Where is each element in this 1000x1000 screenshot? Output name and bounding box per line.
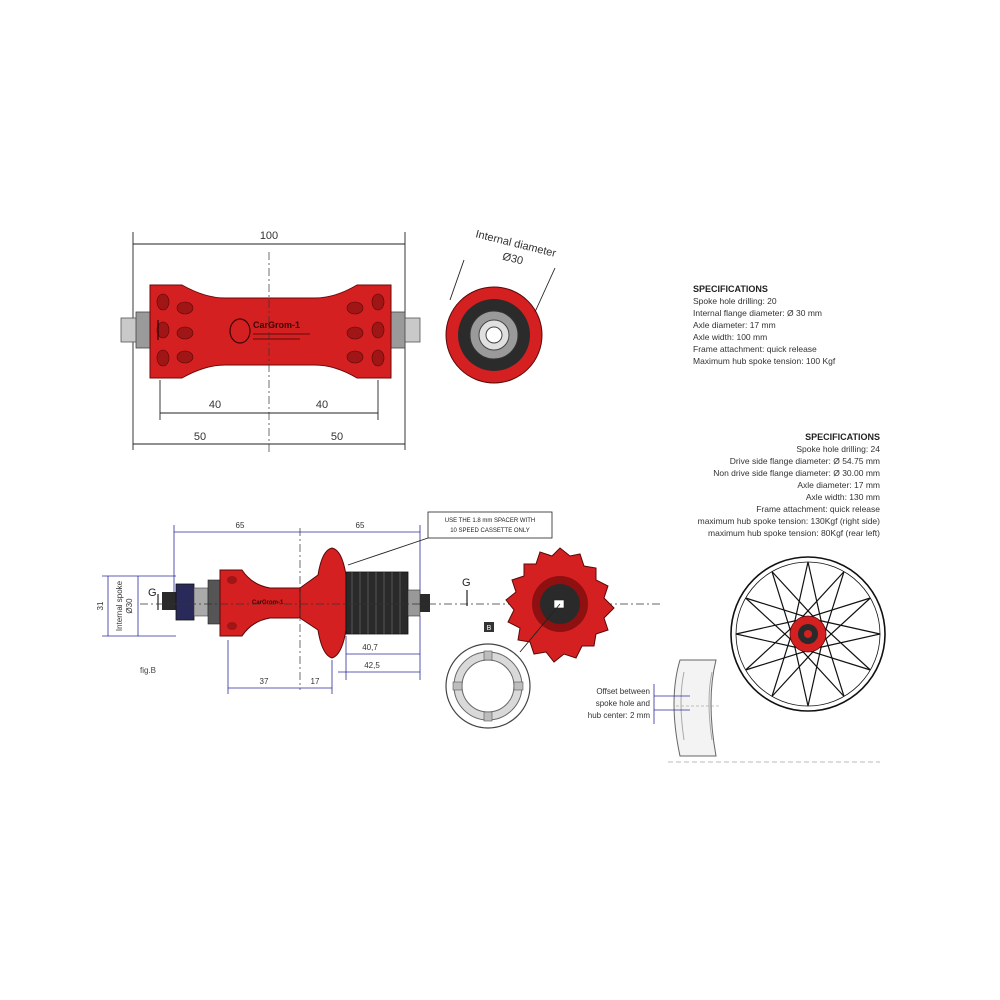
- spacer-note-line2: 10 SPEED CASSETTE ONLY: [450, 528, 530, 534]
- front-axle-right: [403, 317, 421, 343]
- spoke-line: [798, 646, 845, 697]
- front-axle-left: [120, 317, 138, 343]
- rear-spec-line: Non drive side flange diameter: Ø 30.00 …: [713, 468, 880, 478]
- rear-axle-left: [162, 592, 178, 610]
- spoke-line: [735, 618, 802, 635]
- spoke-line: [745, 649, 810, 671]
- spoke-line: [771, 632, 793, 697]
- spoke-line: [798, 571, 845, 622]
- front-spec-line: Spoke hole drilling: 20: [693, 296, 777, 306]
- spacer-note-box: [427, 511, 553, 539]
- dim-rear-37: 37: [260, 677, 269, 686]
- dim-front-40-left: 40: [209, 399, 221, 411]
- offset-label-line2: spoke hole and: [596, 699, 650, 708]
- spline-ring-detail: B: [445, 622, 531, 729]
- rear-drive-flange: [299, 547, 347, 659]
- dim-front-50-left: 50: [194, 431, 206, 443]
- dim-front-50-right: 50: [331, 431, 343, 443]
- dim-front-total: 100: [260, 230, 278, 242]
- front-endcap-left: [135, 311, 151, 349]
- rear-spec-line: Axle diameter: 17 mm: [797, 480, 880, 490]
- spoke-line: [806, 649, 871, 671]
- rear-specs-heading: SPECIFICATIONS: [805, 432, 880, 442]
- spacer-note-line1: USE THE 1.8 mm SPACER WITH: [445, 518, 535, 524]
- dim-rear-17: 17: [311, 677, 320, 686]
- front-endcap-right: [390, 311, 406, 349]
- spoke-line: [771, 571, 818, 622]
- front-hub-side-view: 100 CarGrom-1: [120, 230, 421, 452]
- freehub-body: [345, 571, 409, 635]
- dim-rear-65-left: 65: [236, 521, 245, 530]
- dim-front-40-right: 40: [316, 399, 328, 411]
- rear-hub-side-view: 65 65 USE THE 1.8 mm SPACER WITH 10 SPEE…: [96, 511, 660, 694]
- rear-spec-line: Drive side flange diameter: Ø 54.75 mm: [730, 456, 880, 466]
- spoke-line: [820, 624, 871, 671]
- spoke-line: [771, 646, 818, 697]
- rear-flange-end-view: [505, 547, 615, 663]
- dim-rear-internal-spoke-value: Ø30: [125, 598, 134, 614]
- dim-rear-40-7: 40,7: [362, 643, 378, 652]
- spoke-line: [792, 561, 809, 628]
- front-specs-heading: SPECIFICATIONS: [693, 284, 768, 294]
- rear-spec-line: Spoke hole drilling: 24: [796, 444, 880, 454]
- front-hub-body: [149, 284, 392, 379]
- spoke-line: [735, 633, 802, 650]
- front-logo-icon: [229, 318, 251, 344]
- front-spec-line: Axle width: 100 mm: [693, 332, 767, 342]
- front-spec-line: Axle diameter: 17 mm: [693, 320, 776, 330]
- front-spec-line: Internal flange diameter: Ø 30 mm: [693, 308, 822, 318]
- rear-brand-text: CarGrom-1: [252, 600, 284, 606]
- dim-rear-internal-spoke: Internal spoke: [115, 580, 124, 631]
- front-spec-line: Frame attachment: quick release: [693, 344, 817, 354]
- rear-endcap-left: [175, 583, 195, 621]
- rear-spec-line: maximum hub spoke tension: 80Kgf (rear l…: [708, 528, 880, 538]
- spoke-line: [807, 640, 824, 707]
- front-flange-holes-left: [156, 293, 194, 367]
- spoke-line: [823, 571, 845, 636]
- spoke-line: [807, 561, 824, 628]
- spoke-line: [745, 624, 796, 671]
- offset-label-line3: hub center: 2 mm: [588, 711, 651, 720]
- spoke-line: [806, 597, 871, 619]
- front-flange-holes-right: [346, 293, 385, 367]
- dim-rear-65-right: 65: [356, 521, 365, 530]
- rear-spec-line: Axle width: 130 mm: [806, 492, 880, 502]
- spoke-line: [745, 597, 810, 619]
- rear-spec-line: Frame attachment: quick release: [756, 504, 880, 514]
- front-hub-end-view: Internal diameter Ø30: [445, 228, 558, 384]
- spoke-line: [820, 597, 871, 644]
- front-spec-line: Maximum hub spoke tension: 100 Kgf: [693, 356, 836, 366]
- section-marker-b: [484, 622, 494, 632]
- front-brand-text: CarGrom-1: [253, 320, 300, 330]
- section-g-right: G: [462, 577, 471, 589]
- front-internal-diameter-value: Ø30: [501, 251, 524, 268]
- section-g-left: G: [148, 587, 157, 599]
- dim-rear-42-5: 42,5: [364, 661, 380, 670]
- section-marker-b-label: B: [487, 625, 492, 632]
- rear-spec-line: maximum hub spoke tension: 130Kgf (right…: [698, 516, 881, 526]
- rear-specs-block: SPECIFICATIONS Spoke hole drilling: 24 D…: [698, 432, 881, 538]
- spoke-lacing-wheel: [730, 556, 886, 712]
- figure-label: fig.B: [140, 666, 156, 675]
- spoke-line: [792, 640, 809, 707]
- front-specs-block: SPECIFICATIONS Spoke hole drilling: 20 I…: [693, 284, 836, 366]
- dim-rear-31: 31: [96, 601, 105, 610]
- spoke-line: [814, 633, 881, 650]
- spoke-line: [814, 618, 881, 635]
- offset-label-line1: Offset between: [596, 687, 650, 696]
- offset-detail: Offset between spoke hole and hub center…: [588, 659, 880, 763]
- spoke-line: [771, 571, 793, 636]
- spoke-line: [745, 597, 796, 644]
- spoke-line: [823, 632, 845, 697]
